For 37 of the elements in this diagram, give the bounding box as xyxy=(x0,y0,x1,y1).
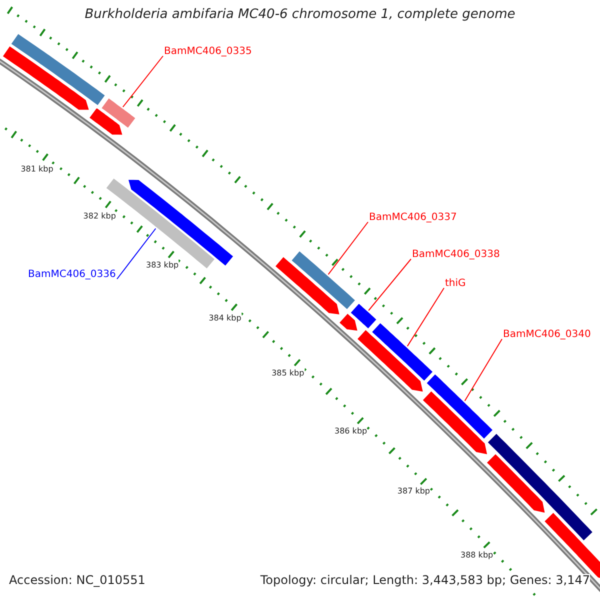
gene-bar xyxy=(274,256,341,316)
gene-bar xyxy=(486,452,546,514)
gene-bar xyxy=(350,302,378,330)
gene-label: BamMC406_0340 xyxy=(503,329,591,340)
gene-bar xyxy=(486,432,594,542)
gene-bar xyxy=(10,32,106,106)
leader-line xyxy=(116,228,156,280)
gene-bar xyxy=(356,328,424,393)
gene-label: BamMC406_0335 xyxy=(164,46,252,58)
gene-bar xyxy=(425,373,494,440)
genome-info-text: Topology: circular; Length: 3,443,583 bp; Genes: 3,147 xyxy=(260,574,590,588)
position-label: 386 kbp xyxy=(334,426,368,436)
gene-bar xyxy=(338,312,359,332)
leader-line xyxy=(406,288,444,347)
gene-bar xyxy=(100,97,137,130)
gene-bar xyxy=(422,390,488,456)
position-label: 385 kbp xyxy=(272,368,304,378)
leader-line xyxy=(368,258,412,311)
gene-label: BamMC406_0338 xyxy=(412,249,500,260)
title: Burkholderia ambifaria MC40-6 chromosome 1, complete genome xyxy=(84,8,516,23)
position-label: 387 kbp xyxy=(397,486,430,496)
position-label: 382 kbp xyxy=(83,211,116,220)
gene-label: BamMC406_0337 xyxy=(369,212,457,224)
gene-label: thiG xyxy=(445,278,466,290)
position-label: 381 kbp xyxy=(20,164,54,174)
gene-bar xyxy=(88,106,124,136)
gene-bar xyxy=(290,250,356,310)
position-label: 388 kbp xyxy=(460,550,494,560)
gene-bar xyxy=(2,45,90,111)
position-label: 384 kbp xyxy=(208,313,242,322)
gene-bar xyxy=(370,322,434,382)
gene-label: BamMC406_0336 xyxy=(28,269,116,280)
leader-line xyxy=(328,222,368,275)
accession-text: Accession: NC_010551 xyxy=(9,574,146,588)
leader-line xyxy=(122,56,164,108)
leader-line xyxy=(464,338,502,402)
position-label: 383 kbp xyxy=(146,260,179,270)
